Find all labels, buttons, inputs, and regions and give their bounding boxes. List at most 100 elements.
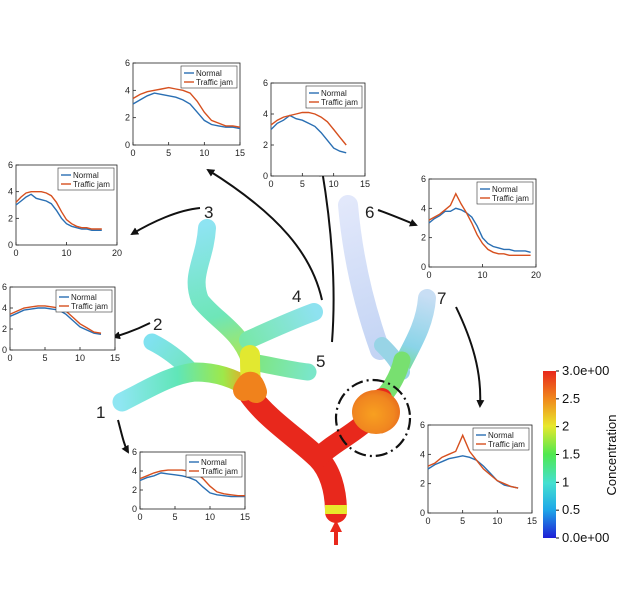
x-tick-label: 5: [460, 516, 465, 526]
legend-box: [185, 454, 243, 478]
colorbar-gradient: [543, 371, 556, 538]
y-tick-label: 6: [263, 78, 268, 88]
red-up-arrow-icon: [330, 520, 342, 545]
series-line-normal: [270, 114, 347, 154]
legend-label: Traffic jam: [71, 302, 108, 311]
colorbar-tick-label: 0.0e+00: [562, 530, 609, 545]
legend-label: Normal: [73, 171, 99, 180]
branch-label-4: 4: [292, 287, 301, 306]
vessel-branch-4b: [243, 353, 317, 381]
y-tick-label: 2: [8, 213, 13, 223]
series-line-normal: [427, 455, 519, 489]
series-line-traffic-jam: [427, 433, 519, 489]
legend-box: [55, 289, 113, 313]
branch-label-5: 5: [316, 352, 325, 371]
y-tick-label: 2: [263, 140, 268, 150]
branch-label-6: 6: [365, 203, 374, 222]
y-tick-label: 0: [125, 140, 130, 150]
x-tick-label: 15: [110, 353, 120, 363]
x-tick-label: 10: [199, 148, 209, 158]
x-tick-label: 15: [240, 512, 250, 522]
y-tick-label: 0: [263, 171, 268, 181]
arrow-5: [319, 168, 335, 343]
legend-box: [476, 181, 534, 205]
y-tick-label: 2: [2, 324, 7, 334]
arrow-7: [455, 306, 485, 408]
legend-label: Traffic jam: [73, 180, 110, 189]
legend-box: [57, 167, 115, 191]
colorbar-tick-label: 1: [562, 474, 569, 489]
series-line-traffic-jam: [9, 305, 102, 334]
series-line-traffic-jam: [15, 191, 102, 230]
arrow-3: [130, 207, 201, 236]
series-line-traffic-jam: [428, 192, 531, 256]
legend-label: Normal: [201, 458, 227, 467]
arrow-4: [206, 168, 323, 301]
x-tick-label: 20: [112, 248, 122, 258]
x-tick-label: 10: [492, 516, 502, 526]
x-tick-label: 10: [75, 353, 85, 363]
legend-box: [180, 65, 238, 89]
branch-label-7: 7: [437, 289, 446, 308]
y-tick-label: 2: [420, 479, 425, 489]
y-tick-label: 6: [420, 420, 425, 430]
colorbar-tick-label: 1.5: [562, 447, 580, 462]
x-tick-label: 10: [477, 270, 487, 280]
colorbar-tick-label: 2: [562, 419, 569, 434]
series-line-normal: [9, 307, 102, 335]
colorbar-tick-label: 3.0e+00: [562, 363, 609, 378]
x-tick-label: 0: [137, 512, 142, 522]
x-tick-label: 15: [527, 516, 537, 526]
x-tick-label: 5: [42, 353, 47, 363]
y-tick-label: 2: [132, 485, 137, 495]
legend-label: Normal: [71, 293, 97, 302]
legend-label: Traffic jam: [201, 467, 238, 476]
y-tick-label: 6: [132, 447, 137, 457]
y-tick-label: 0: [420, 508, 425, 518]
x-tick-label: 5: [300, 179, 305, 189]
colorbar-ticks: 3.0e+002.521.510.50.0e+00: [556, 363, 609, 545]
y-tick-label: 0: [8, 240, 13, 250]
colorbar-label: Concentration: [604, 415, 619, 496]
legend-label: Traffic jam: [488, 440, 525, 449]
y-tick-label: 6: [2, 282, 7, 292]
y-tick-label: 4: [263, 109, 268, 119]
y-tick-label: 6: [125, 58, 130, 68]
series-line-traffic-jam: [270, 111, 347, 146]
series-line-normal: [15, 193, 102, 231]
vessel-branch-3: [187, 219, 259, 369]
vessel-branch-4: [239, 303, 323, 349]
arrows: [112, 168, 485, 454]
legend-label: Normal: [321, 89, 347, 98]
aneurysm-outline: [334, 378, 412, 458]
series-line-traffic-jam: [132, 86, 241, 128]
x-tick-label: 0: [268, 179, 273, 189]
series-line-normal: [428, 207, 531, 253]
branch-label-1: 1: [96, 403, 105, 422]
colorbar-tick-label: 0.5: [562, 502, 580, 517]
legend-label: Normal: [196, 69, 222, 78]
x-tick-label: 0: [130, 148, 135, 158]
y-tick-label: 4: [420, 449, 425, 459]
y-tick-label: 4: [125, 85, 130, 95]
y-tick-label: 0: [421, 262, 426, 272]
y-tick-label: 6: [421, 174, 426, 184]
arrow-6: [377, 209, 418, 227]
legend-box: [305, 85, 363, 109]
y-tick-label: 0: [2, 345, 7, 355]
x-tick-label: 15: [235, 148, 245, 158]
y-tick-label: 4: [132, 466, 137, 476]
y-tick-label: 2: [421, 233, 426, 243]
